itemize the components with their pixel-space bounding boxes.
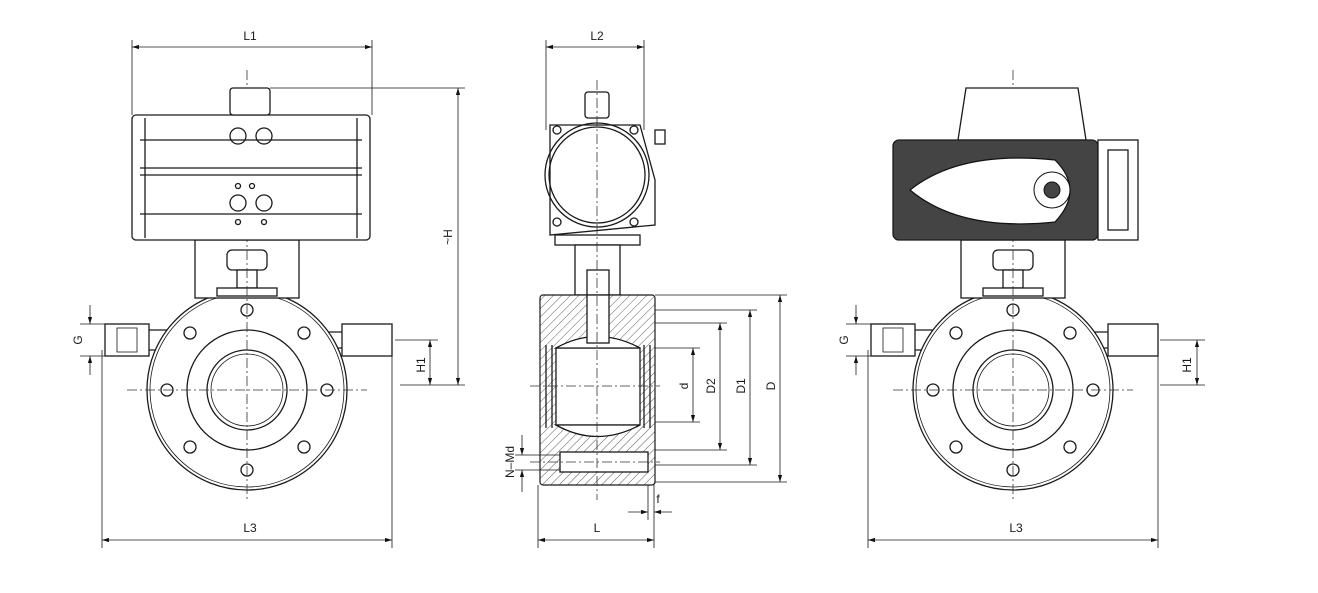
- dim-f: f: [656, 492, 660, 506]
- actuator-cover: [957, 87, 1087, 141]
- dim-H: ~H: [441, 229, 455, 245]
- electric-front-view: G H1 L3: [837, 69, 1205, 548]
- dim-L3-electric: L3: [1009, 521, 1023, 535]
- dim-L2: L2: [590, 29, 604, 43]
- dim-L: L: [594, 521, 601, 535]
- dim-L3: L3: [243, 521, 257, 535]
- pneumatic-front-view: L1 ~H G H1 L3: [71, 29, 465, 548]
- section-side-view: L2 d D2 D1 D N–Md L f: [503, 29, 787, 548]
- dim-H1-electric: H1: [1180, 357, 1194, 373]
- dim-d: d: [677, 383, 691, 390]
- dim-G: G: [71, 335, 85, 344]
- dim-H1: H1: [414, 357, 428, 373]
- dim-D1: D1: [734, 378, 748, 394]
- dim-G-electric: G: [837, 335, 851, 344]
- dim-D2: D2: [704, 378, 718, 394]
- actuator-stem-cap: [229, 87, 271, 116]
- dim-N-Md: N–Md: [503, 446, 517, 478]
- dim-D: D: [764, 381, 778, 390]
- dim-L1: L1: [243, 29, 257, 43]
- pneumatic-actuator: [131, 114, 371, 241]
